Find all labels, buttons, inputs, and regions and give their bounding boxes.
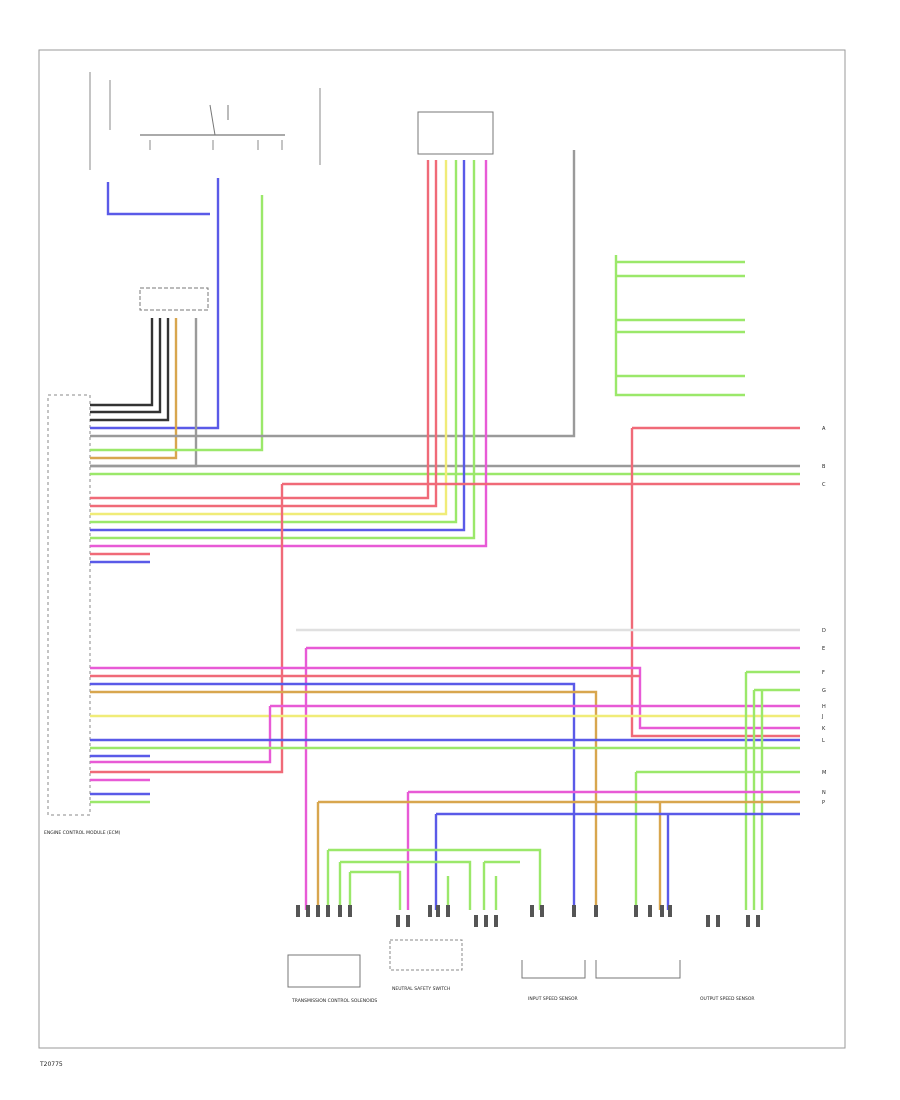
connector-mark: P (822, 800, 825, 806)
transmission-label: TRANSMISSION CONTROL SOLENOIDS (291, 998, 377, 1004)
connector-pins (296, 905, 760, 927)
connector-mark: F (822, 670, 825, 676)
ecm-connector-column (47, 394, 91, 816)
sensor-a-bracket (521, 960, 586, 979)
sensor-a-label: INPUT SPEED SENSOR (528, 996, 578, 1002)
wires (90, 150, 800, 910)
relay-box (139, 287, 209, 311)
connector-mark: G (822, 688, 826, 694)
sensor-b-label: OUTPUT SPEED SENSOR (700, 996, 755, 1002)
neutral-switch-label: NEUTRAL SAFETY SWITCH (392, 986, 450, 992)
connector-mark: D (822, 628, 826, 634)
connector-mark: A (822, 426, 826, 432)
connector-mark: B (822, 464, 826, 470)
transmission-solenoid-box (287, 954, 361, 988)
connector-mark: K (822, 726, 826, 732)
fuse-block-top-left (89, 72, 321, 170)
ecm-label: ENGINE CONTROL MODULE (ECM) (44, 830, 121, 836)
connector-mark: M (822, 770, 826, 776)
connector-mark: L (822, 738, 825, 744)
sensor-box-top (417, 111, 494, 155)
diagram-frame (38, 49, 846, 1049)
connector-mark: C (822, 482, 826, 488)
connector-mark: J (821, 714, 823, 720)
connector-mark: N (822, 790, 826, 796)
page-reference: T20775 (39, 1061, 63, 1068)
neutral-switch-box (389, 939, 463, 971)
connector-mark: H (822, 704, 826, 710)
sensor-b-bracket (595, 960, 681, 979)
connector-mark: E (822, 646, 825, 652)
